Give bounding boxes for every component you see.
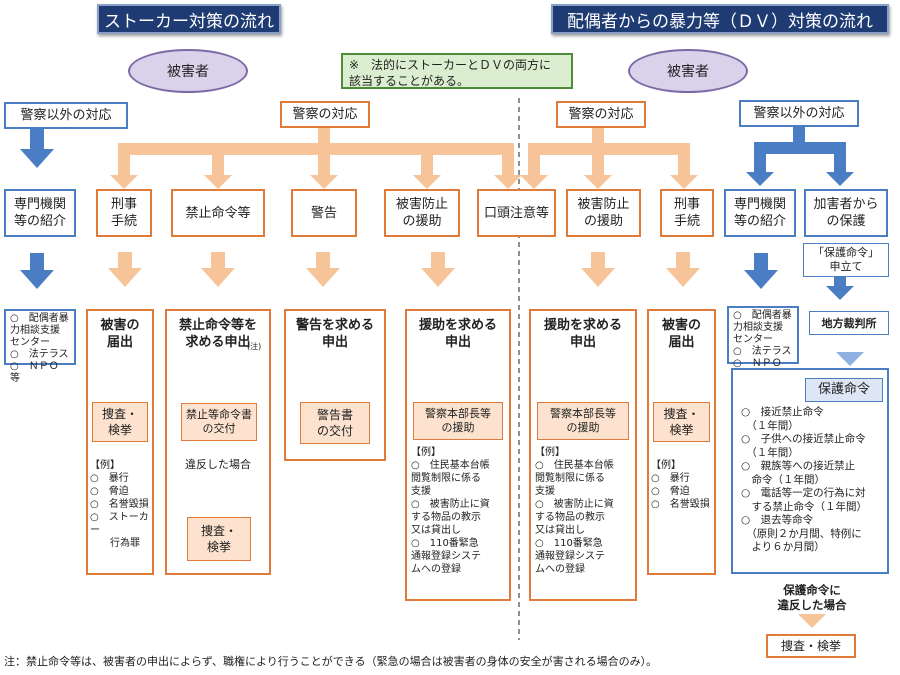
- left-col-order-title: 禁止命令等を 求める申出: [178, 318, 257, 350]
- left-col-warning: 警告を求める 申出 警告書 の交付: [284, 309, 386, 461]
- left-branch-assist: 被害防止 の援助: [384, 189, 460, 237]
- victim-right: 被害者: [628, 49, 748, 93]
- header-stalker: ストーカー対策の流れ: [97, 4, 281, 34]
- left-col-order: 禁止命令等を 求める申出 (注) 禁止等命令書 の交付 違反した場合 捜査・ 検…: [165, 309, 271, 575]
- right-col-report-list: 【例】 ○ 暴行 ○ 脅迫 ○ 名誉毀損: [651, 460, 710, 510]
- protection-order-list: ○ 接近禁止命令 （１年間） ○ 子供への接近禁止命令 （１年間） ○ 親族等へ…: [741, 406, 867, 553]
- left-col-report: 被害の 届出 捜査・ 検挙 【例】 ○ 暴行 ○ 脅迫 ○ 名誉毀損 ○ ストー…: [86, 309, 154, 575]
- right-police-tree: [528, 127, 690, 177]
- right-col-assist-step: 警察本部長等 の援助: [537, 402, 629, 440]
- right-referral: 専門機関 等の紹介: [724, 189, 796, 237]
- protection-petition: 「保護命令」 申立て: [803, 243, 889, 277]
- right-branch-assist: 被害防止 の援助: [566, 189, 641, 237]
- protection-order-box: 保護命令 ○ 接近禁止命令 （１年間） ○ 子供への接近禁止命令 （１年間） ○…: [731, 368, 889, 574]
- right-protection: 加害者から の保護: [804, 189, 888, 237]
- left-col-warning-step: 警告書 の交付: [300, 402, 370, 444]
- left-col-assist-title: 援助を求める 申出: [418, 318, 497, 350]
- victim-left: 被害者: [128, 49, 248, 93]
- left-col-order-note: (注): [247, 342, 262, 351]
- right-nonpolice-tree: [746, 126, 854, 186]
- left-branch-warning: 警告: [291, 189, 357, 237]
- left-police: 警察の対応: [280, 101, 370, 128]
- left-orgs: ○ 配偶者暴 力相談支援 センター ○ 法テラス ○ ＮＰＯ 等: [4, 309, 76, 384]
- verbal-warning: 口頭注意等: [477, 189, 556, 237]
- left-nonpolice-arrows: [20, 129, 54, 289]
- final-investigation: 捜査・検挙: [766, 634, 856, 658]
- right-col-assist-list: 【例】 ○ 住民基本台帳 閲覧制限に係る 支援 ○ 被害防止に資 する物品の教示…: [535, 447, 614, 575]
- left-branch-order: 禁止命令等: [171, 189, 265, 237]
- left-col-report-step: 捜査・ 検挙: [92, 402, 148, 442]
- left-referral: 専門機関 等の紹介: [4, 189, 76, 237]
- right-orgs: ○ 配偶者暴 力相談支援 センター ○ 法テラス ○ ＮＰＯ 等: [727, 306, 799, 381]
- left-col-assist-list: 【例】 ○ 住民基本台帳 閲覧制限に係る 支援 ○ 被害防止に資 する物品の教示…: [411, 447, 490, 575]
- left-non-police: 警察以外の対応: [4, 102, 128, 129]
- header-dv: 配偶者からの暴力等（ＤＶ）対策の流れ: [551, 4, 889, 34]
- right-branch-criminal: 刑事 手続: [660, 189, 714, 237]
- protection-violation: 保護命令に 違反した場合: [777, 583, 847, 612]
- left-col-order-step: 禁止等命令書 の交付: [181, 403, 257, 441]
- left-col-assist: 援助を求める 申出 警察本部長等 の援助 【例】 ○ 住民基本台帳 閲覧制限に係…: [405, 309, 511, 601]
- right-police: 警察の対応: [556, 101, 646, 128]
- left-col-report-title: 被害の 届出: [100, 318, 140, 350]
- right-col-report-step: 捜査・ 検挙: [653, 402, 710, 442]
- right-col-report: 被害の 届出 捜査・ 検挙 【例】 ○ 暴行 ○ 脅迫 ○ 名誉毀損: [647, 309, 716, 575]
- left-col-report-list: 【例】 ○ 暴行 ○ 脅迫 ○ 名誉毀損 ○ ストーカー 行為罪: [90, 460, 149, 549]
- left-police-tree: [118, 127, 514, 177]
- right-col-report-title: 被害の 届出: [661, 318, 701, 350]
- protection-order-title: 保護命令: [805, 378, 883, 402]
- left-col-warning-title: 警告を求める 申出: [295, 318, 374, 350]
- left-branch-criminal: 刑事 手続: [96, 189, 152, 237]
- right-col-assist: 援助を求める 申出 警察本部長等 の援助 【例】 ○ 住民基本台帳 閲覧制限に係…: [529, 309, 637, 601]
- left-col-order-violation: 違反した場合: [185, 458, 251, 471]
- right-col-assist-title: 援助を求める 申出: [543, 318, 622, 350]
- footnote: 注：禁止命令等は、被害者の申出によらず、職権により行うことができる（緊急の場合は…: [4, 655, 658, 668]
- district-court: 地方裁判所: [809, 311, 889, 335]
- left-col-assist-step: 警察本部長等 の援助: [413, 402, 503, 440]
- overlap-note: ※ 法的にストーカーとＤＶの両方に 該当することがある。: [341, 53, 573, 89]
- right-non-police: 警察以外の対応: [739, 100, 859, 127]
- left-col-order-step2: 捜査・ 検挙: [187, 517, 251, 561]
